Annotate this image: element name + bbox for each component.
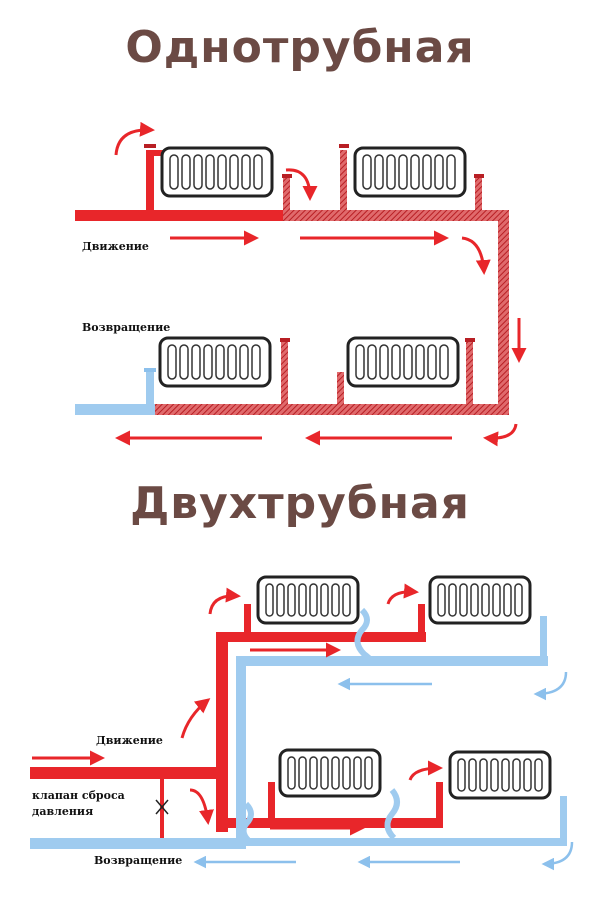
one-pipe-supply-label: Движение [82, 240, 149, 253]
two-pipe-radiator-2 [428, 575, 532, 625]
one-pipe-hatched-top [283, 210, 509, 221]
valve-label-line2: давления [32, 805, 94, 818]
one-pipe-riser-1 [146, 150, 154, 214]
one-pipe-hatched-bottom [150, 404, 509, 415]
one-pipe-radiator-2 [353, 146, 467, 198]
valve-label-line1: клапан сброса [32, 789, 125, 802]
two-pipe-system [30, 575, 574, 871]
title-one-pipe: Однотрубная [125, 22, 475, 73]
two-pipe-return-riser [236, 656, 246, 848]
one-pipe-radiator-1 [160, 146, 274, 198]
two-pipe-return-label: Возвращение [94, 854, 183, 867]
one-pipe-return-main [75, 404, 155, 415]
one-pipe-return-label: Возвращение [82, 321, 171, 334]
one-pipe-radiator-4 [346, 336, 460, 388]
title-two-pipe: Двухтрубная [130, 478, 470, 529]
two-pipe-supply-riser [216, 632, 228, 832]
two-pipe-radiator-1 [256, 575, 360, 625]
one-pipe-hatched-down [498, 210, 509, 415]
one-pipe-supply-main [75, 210, 287, 221]
two-pipe-supply-label: Движение [96, 734, 163, 747]
two-pipe-radiator-4 [448, 750, 552, 800]
two-pipe-radiator-3 [278, 748, 382, 798]
one-pipe-inlet-1 [150, 150, 164, 156]
two-pipe-return-main [30, 838, 246, 849]
one-pipe-system [75, 121, 527, 447]
two-pipe-supply-main [30, 767, 228, 779]
one-pipe-radiator-3 [158, 336, 272, 388]
